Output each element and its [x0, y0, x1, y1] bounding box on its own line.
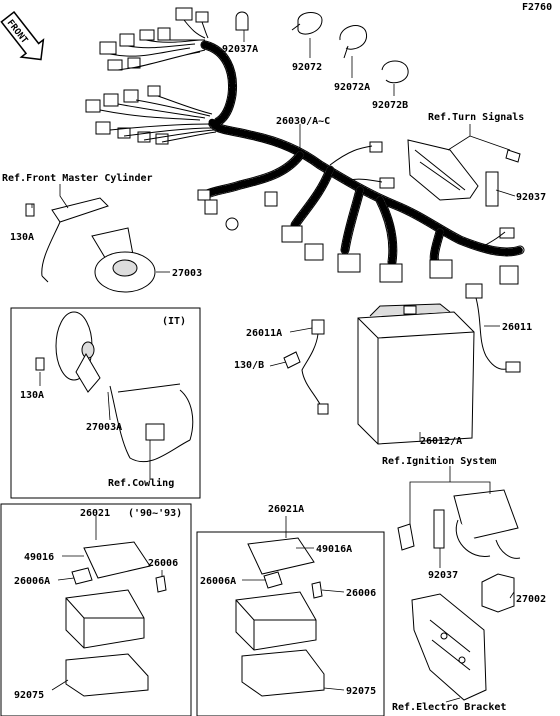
label-27003: 27003 [172, 268, 202, 279]
label-26030: 26030/A~C [276, 116, 330, 127]
leader-lines [31, 30, 516, 703]
label-26006A-left: 26006A [14, 576, 50, 587]
label-49016: 49016 [24, 552, 54, 563]
ref-ignition-system: Ref.Ignition System [382, 455, 496, 467]
ref-turn-signals: Ref.Turn Signals [428, 111, 524, 123]
label-26006-right: 26006 [346, 588, 376, 599]
electro-bracket [411, 593, 487, 701]
label-92037-turn: 92037 [516, 192, 546, 203]
label-130A-top: 130A [10, 232, 34, 243]
fuse-box-26021A-inset [196, 531, 385, 716]
fuse-box-26021A [235, 537, 325, 697]
label-92072: 92072 [292, 62, 322, 73]
label-26012A: 26012/A [420, 436, 462, 447]
clip-92037A [235, 11, 249, 31]
label-130A-mid: 130A [20, 390, 44, 401]
turn-signal-part [407, 139, 521, 207]
band-92072A [339, 25, 368, 59]
ref-cowling: Ref.Cowling [108, 477, 174, 489]
label-26021A: 26021A [268, 504, 304, 515]
band-92072 [291, 12, 323, 35]
horn-27003 [25, 197, 156, 293]
ref-electro-bracket: Ref.Electro Bracket [392, 702, 506, 713]
label-92037-ignition: 92037 [428, 570, 458, 581]
it-inset-box [10, 307, 201, 499]
label-92075-right: 92075 [346, 686, 376, 697]
ref-front-master-cylinder: Ref.Front Master Cylinder [2, 172, 153, 184]
label-26021: 26021 [80, 508, 110, 519]
label-26006-left: 26006 [148, 558, 178, 569]
label-26011A: 26011A [246, 328, 282, 339]
label-27002: 27002 [516, 594, 546, 605]
battery-26012 [357, 303, 475, 445]
label-26006A-right: 26006A [200, 576, 236, 587]
band-92072B [381, 60, 409, 84]
cable-26011 [465, 283, 521, 373]
label-92072B: 92072B [372, 100, 408, 111]
label-years: ('90~'93) [128, 508, 182, 519]
label-92075-left: 92075 [14, 690, 44, 701]
ignition-coil [397, 489, 521, 559]
front-arrow-icon: FRONT [0, 10, 45, 61]
fuse-box-26021-inset [0, 503, 192, 716]
label-27003A: 27003A [86, 422, 122, 433]
figure-code: F2760 [522, 2, 552, 13]
relay-27002 [481, 573, 515, 613]
label-it: (IT) [162, 316, 186, 327]
cable-26011A [283, 319, 329, 415]
main-wiring-harness [85, 7, 525, 285]
label-49016A: 49016A [316, 544, 352, 555]
label-92072A: 92072A [334, 82, 370, 93]
label-92037A: 92037A [222, 44, 258, 55]
horn-27003A [35, 311, 194, 463]
fuse-box-26021 [65, 541, 167, 697]
label-26011: 26011 [502, 322, 532, 333]
label-130B: 130/B [234, 360, 264, 371]
